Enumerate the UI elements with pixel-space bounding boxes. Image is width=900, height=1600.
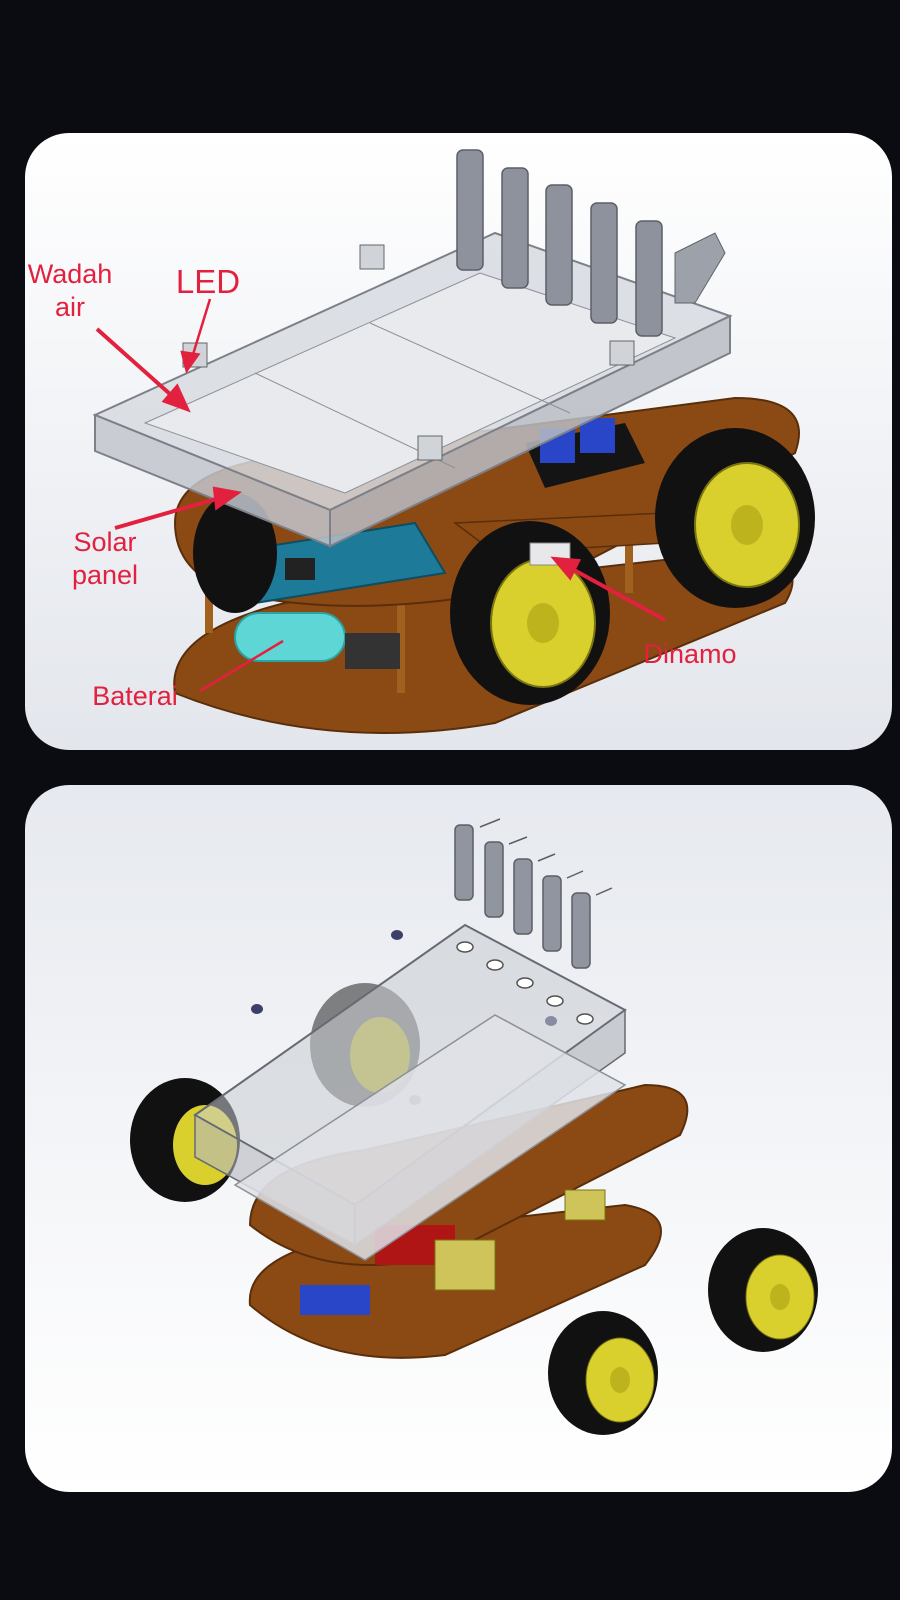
bracket	[609, 340, 635, 366]
label-dinamo: Dinamo	[643, 639, 736, 669]
assembled-robot-diagram: Wadah air LED Solar panel Baterai Dinamo	[28, 149, 815, 734]
label-led: LED	[176, 263, 240, 300]
servo-arm	[674, 232, 726, 304]
label-arrows	[95, 298, 666, 693]
label-baterai: Baterai	[92, 681, 178, 711]
label-wadah-air: Wadah	[28, 259, 113, 289]
loose-wheel-right	[708, 1228, 818, 1352]
rod-holes	[456, 941, 594, 1025]
label-wadah-air-line2: air	[55, 292, 85, 322]
exploded-motor	[434, 1239, 496, 1291]
exploded-motor-2	[564, 1189, 606, 1221]
solar-panel	[143, 272, 677, 494]
exploded-solar-panel	[233, 1014, 627, 1261]
label-solar-panel-line2: panel	[72, 560, 138, 590]
label-solar-panel: Solar	[73, 527, 136, 557]
exploded-led-rods	[454, 818, 613, 969]
battery-module	[345, 633, 400, 669]
arduino-chip	[285, 558, 315, 580]
wheel-rear-left	[193, 493, 277, 613]
exploded-robot-diagram	[130, 818, 818, 1435]
exploded-view-card	[25, 785, 892, 1492]
bracket	[417, 435, 443, 461]
battery	[234, 612, 400, 669]
led-columns	[456, 149, 663, 337]
wheel-front-right	[655, 428, 815, 608]
exploded-module	[300, 1285, 370, 1315]
bracket	[359, 244, 385, 270]
loose-wheel-front	[548, 1311, 658, 1435]
assembled-view-card: Wadah air LED Solar panel Baterai Dinamo	[25, 133, 892, 750]
